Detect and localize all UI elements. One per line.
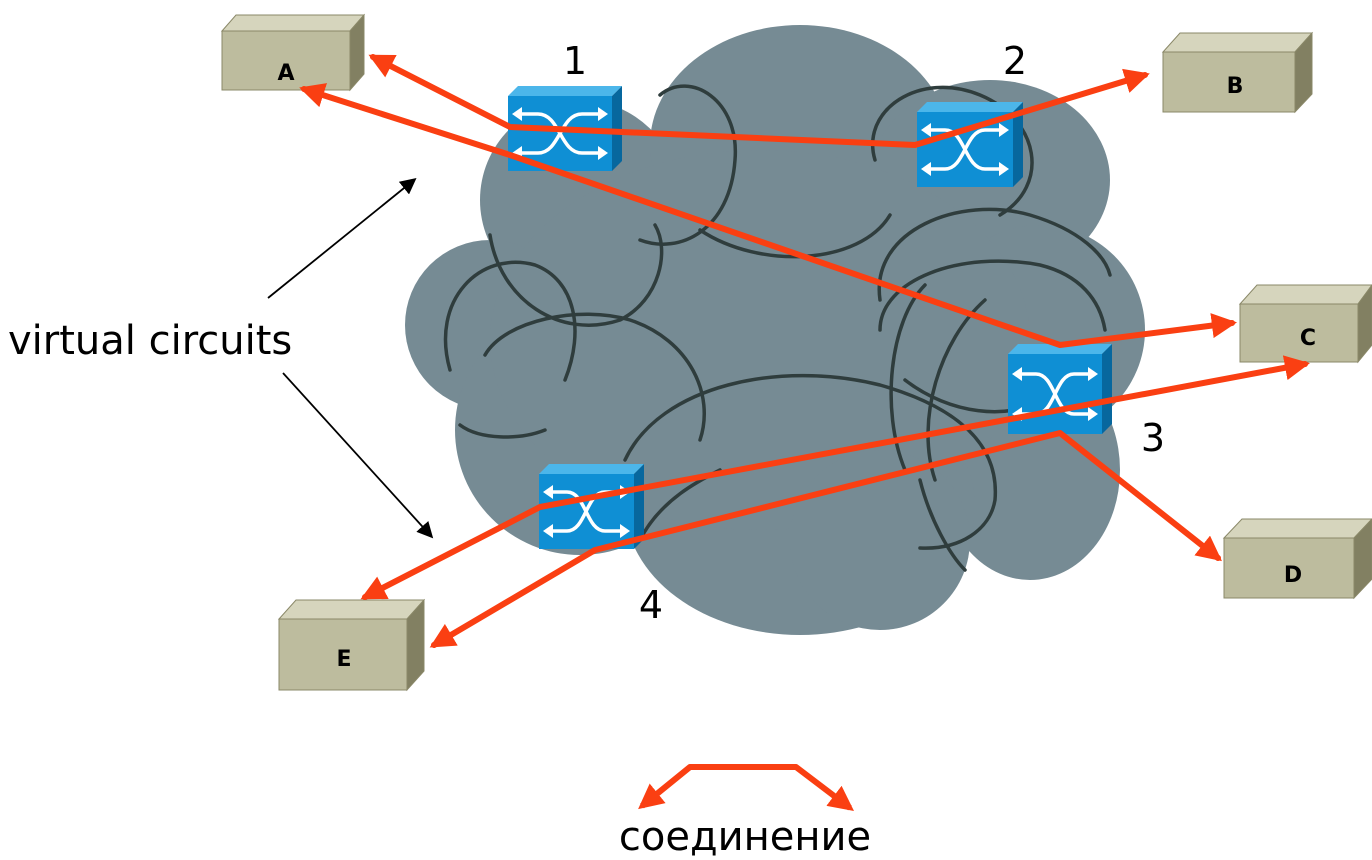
legend-label: соединение: [619, 814, 871, 860]
host-label-a: A: [277, 61, 294, 86]
host-box-d: D: [1222, 518, 1372, 600]
callout-arrow-up: [267, 177, 417, 299]
circuit-e-c: [360, 355, 1310, 600]
host-box-a: A: [220, 13, 366, 92]
switch-3-icon: [1008, 344, 1112, 434]
legend-connection-symbol: [638, 764, 855, 812]
circuit-e-d: [429, 430, 1222, 648]
host-box-e: E: [277, 598, 426, 692]
host-box-b: B: [1161, 31, 1314, 114]
host-label-c: C: [1300, 326, 1316, 351]
switch-number-1: 1: [563, 39, 587, 83]
virtual-circuits-label: virtual circuits: [8, 318, 292, 364]
host-label-b: B: [1227, 74, 1244, 99]
circuit-a-c: [299, 83, 1237, 348]
switch-number-4: 4: [639, 583, 663, 627]
host-label-d: D: [1284, 563, 1302, 588]
switch-number-2: 2: [1003, 39, 1027, 83]
switch-number-3: 3: [1141, 416, 1165, 460]
host-box-c: C: [1238, 284, 1372, 364]
callout-arrow-down: [282, 372, 434, 539]
host-label-e: E: [336, 647, 351, 672]
